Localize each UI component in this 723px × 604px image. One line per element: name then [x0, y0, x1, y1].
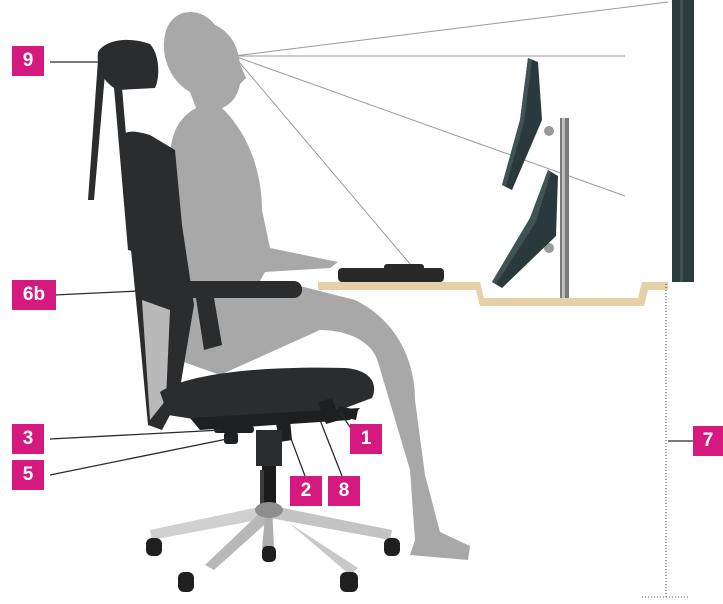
upper-monitor: [502, 58, 542, 190]
chair-seat: [160, 368, 374, 430]
callout-7-desk-height: 7: [693, 426, 723, 456]
desk: [318, 282, 668, 306]
sight-lines: [234, 2, 668, 264]
callout-2-height-lever: 2: [290, 476, 322, 506]
callout-9-headrest: 9: [12, 46, 44, 76]
callout-6b-armrest: 6b: [12, 280, 56, 310]
callout-5-tilt-lever: 5: [12, 460, 44, 490]
chair-gas-column: [256, 430, 282, 506]
callout-3-seat-lever: 3: [12, 424, 44, 454]
callout-8-tension-knob: 8: [328, 476, 360, 506]
wall-panel: [672, 0, 694, 282]
chair-base: [150, 502, 392, 575]
callout-1-seat-depth: 1: [350, 424, 382, 454]
keyboard: [338, 264, 444, 282]
lower-monitor: [492, 170, 558, 288]
